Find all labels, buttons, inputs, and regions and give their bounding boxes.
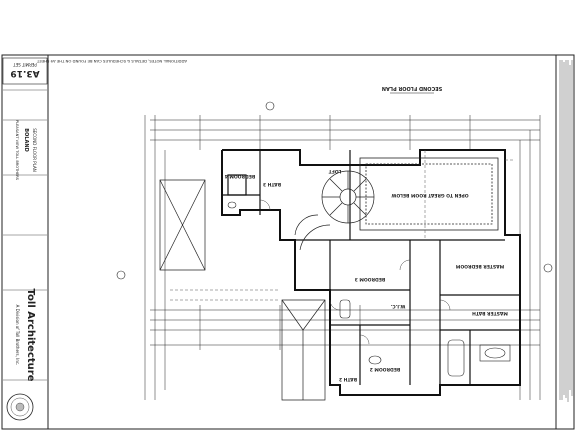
plan-title: SECOND FLOOR PLAN xyxy=(382,85,442,91)
firm-logo-text: Toll Architecture xyxy=(25,289,36,382)
room-label-loft: LOFT xyxy=(328,168,342,174)
spiral-stair xyxy=(294,170,375,251)
room-label-wic: W.I.C. xyxy=(390,303,405,309)
open-below-outline xyxy=(359,157,499,231)
dashed-overhead-lines xyxy=(170,150,515,301)
room-labels: BEDROOM 4 BATH 3 LOFT OPEN TO GREAT ROOM… xyxy=(225,168,508,382)
room-label-master-bedroom: MASTER BEDROOM xyxy=(455,263,504,269)
header-note: ADDITIONAL NOTES, DETAILS & SCHEDULES CA… xyxy=(36,59,187,64)
sheet-border xyxy=(1,54,575,430)
interior-walls xyxy=(222,150,520,385)
room-label-master-bath: MASTER BATH xyxy=(472,310,508,316)
model-name: BOLAND xyxy=(23,128,29,151)
project-name: PLEASANT VIEW TOLL BROTHERS xyxy=(15,120,19,181)
room-label-bath-3: BATH 3 xyxy=(263,181,281,187)
title-block: A3.19 PERMIT SET BOLAND SECOND FLOOR PLA… xyxy=(2,57,48,421)
seal-stamp xyxy=(6,393,34,421)
door-swings xyxy=(259,199,451,345)
room-label-open-to-great-room: OPEN TO GREAT ROOM BELOW xyxy=(391,192,468,198)
room-label-bedroom-4: BEDROOM 4 xyxy=(225,173,256,179)
plumbing-fixtures xyxy=(227,201,511,377)
roof-outline xyxy=(159,179,326,401)
general-notes xyxy=(559,60,573,402)
grid-markers xyxy=(116,101,553,280)
firm-subtitle: A Division of Toll Brothers, Inc. xyxy=(15,305,20,366)
drawing-name: SECOND FLOOR PLAN xyxy=(32,128,37,172)
sheet-number: A3.19 xyxy=(10,68,39,78)
room-label-bedroom-3: BEDROOM 3 xyxy=(355,276,386,282)
room-label-bedroom-2: BEDROOM 2 xyxy=(370,366,401,372)
exterior-walls xyxy=(221,149,521,396)
set-label: PERMIT SET xyxy=(13,62,37,67)
room-label-bath-2: BATH 2 xyxy=(339,376,357,382)
